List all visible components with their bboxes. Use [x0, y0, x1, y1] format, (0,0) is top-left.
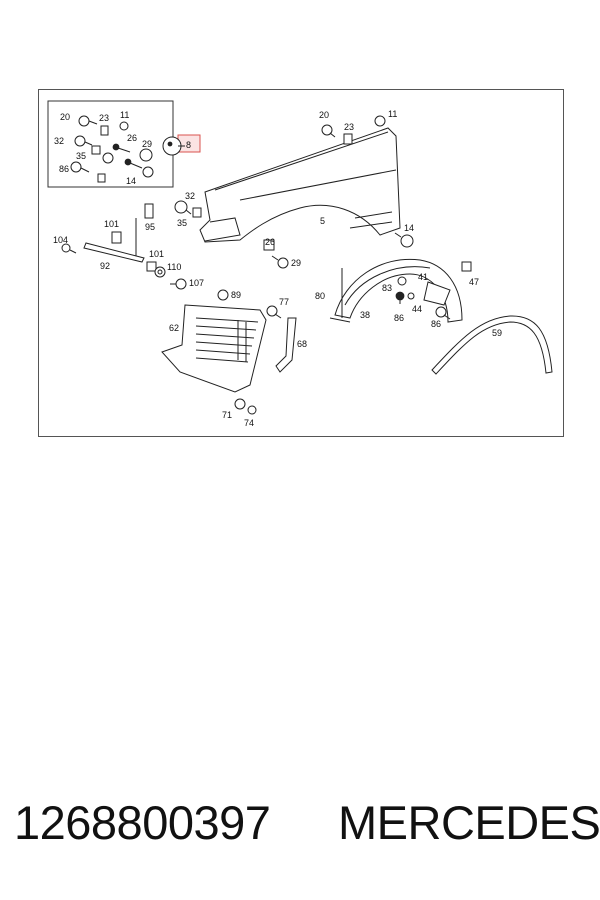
callout-68: 68 — [297, 339, 307, 349]
callout-86: 86 — [59, 164, 69, 174]
callout-47: 47 — [469, 277, 479, 287]
callout-71: 71 — [222, 410, 232, 420]
callout-107: 107 — [189, 278, 204, 288]
callout-29: 29 — [142, 139, 152, 149]
callout-80: 80 — [315, 291, 325, 301]
housing-62-icon — [161, 304, 267, 393]
parts-diagram-frame — [38, 89, 564, 437]
part-number: 1268800397 — [14, 796, 271, 849]
callout-41: 41 — [418, 272, 428, 282]
callout-11: 11 — [120, 110, 129, 120]
callout-5: 5 — [320, 216, 325, 226]
callout-20: 20 — [319, 110, 329, 120]
callout-35: 35 — [177, 218, 187, 228]
seal-59-icon — [431, 315, 553, 375]
callout-26: 26 — [265, 237, 275, 247]
callout-23: 23 — [344, 122, 354, 132]
callout-38: 38 — [360, 310, 370, 320]
brand-name: MERCEDES — [338, 796, 600, 849]
product-footer: 1268800397 MERCEDES — [0, 795, 600, 865]
rod-92-icon — [83, 242, 145, 263]
callout-20: 20 — [60, 112, 70, 122]
callout-95: 95 — [145, 222, 155, 232]
callout-32: 32 — [185, 191, 195, 201]
callout-110: 110 — [167, 262, 181, 272]
callout-74: 74 — [244, 418, 254, 428]
fender-5-icon — [199, 127, 401, 243]
callout-11: 11 — [388, 109, 397, 119]
callout-35: 35 — [76, 151, 86, 161]
callout-92: 92 — [100, 261, 110, 271]
callout-23: 23 — [99, 113, 109, 123]
callout-101: 101 — [149, 249, 164, 259]
callout-14: 14 — [126, 176, 136, 186]
callout-44: 44 — [412, 304, 422, 314]
callout-77: 77 — [279, 297, 289, 307]
callout-labels: 20 23 11 32 26 29 35 86 14 8 20 23 11 32… — [53, 109, 502, 428]
callout-104: 104 — [53, 235, 68, 245]
callout-83: 83 — [382, 283, 392, 293]
callout-29: 29 — [291, 258, 301, 268]
wheel-liner-38-icon — [329, 258, 463, 323]
callout-8: 8 — [186, 140, 191, 150]
callout-26: 26 — [127, 133, 137, 143]
callout-32: 32 — [54, 136, 64, 146]
callout-86: 86 — [394, 313, 404, 323]
callout-59: 59 — [492, 328, 502, 338]
callout-101: 101 — [104, 219, 119, 229]
callout-14: 14 — [404, 223, 414, 233]
callout-62: 62 — [169, 323, 179, 333]
bracket-68-icon — [275, 317, 297, 373]
callout-89: 89 — [231, 290, 241, 300]
inset-fasteners-icon — [70, 115, 154, 183]
callout-86: 86 — [431, 319, 441, 329]
